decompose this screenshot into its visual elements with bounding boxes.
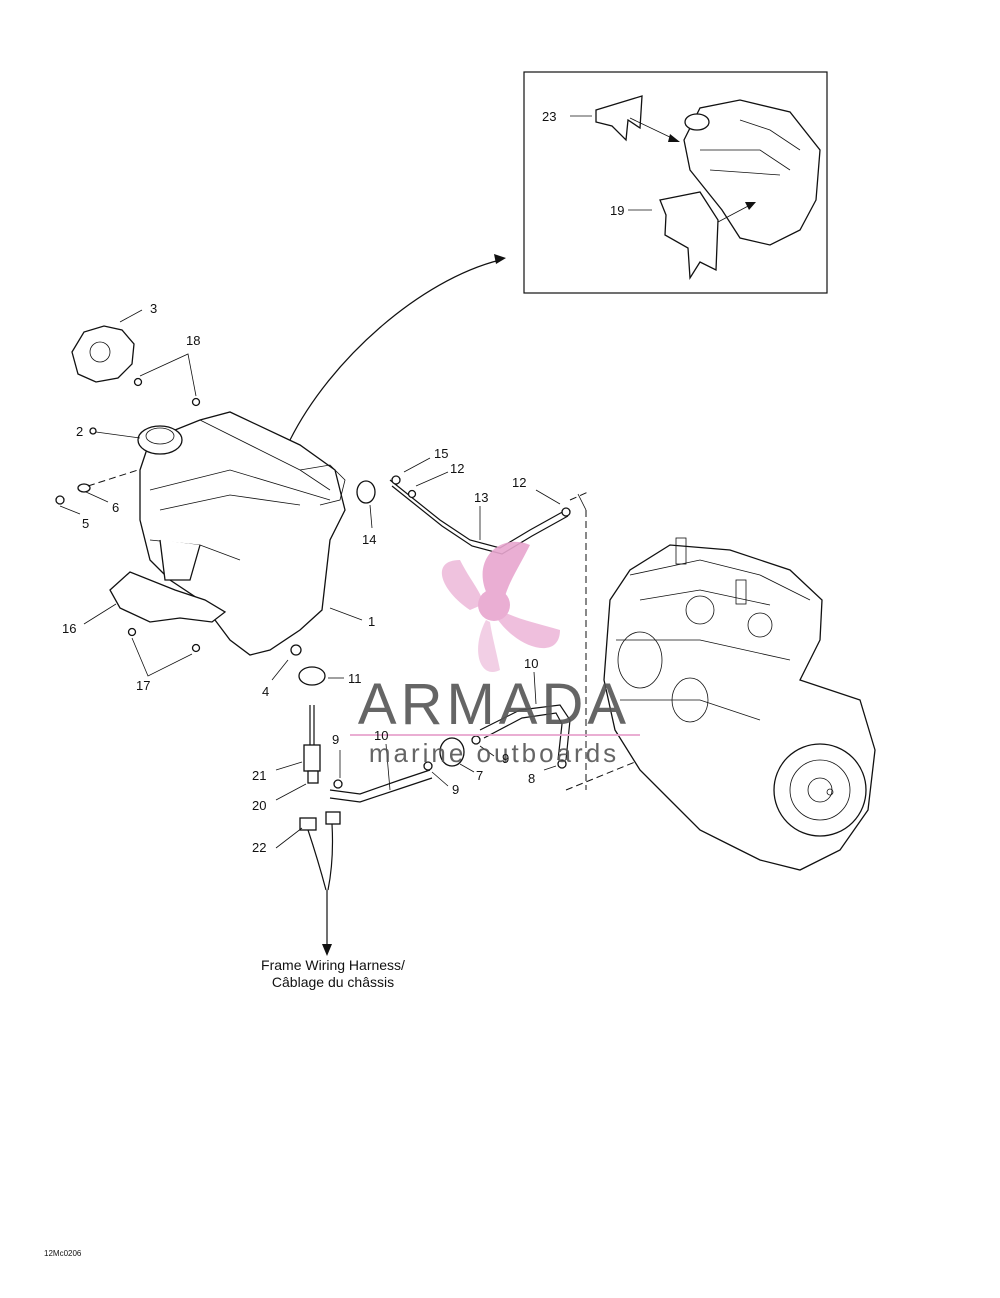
grommet-part-14 <box>356 480 376 504</box>
label-21: 21 <box>252 768 266 783</box>
inset-tank-cap <box>684 113 710 131</box>
label-9-a: 9 <box>332 732 339 747</box>
clamp-part-12-a <box>407 489 417 499</box>
label-12-a: 12 <box>450 461 464 476</box>
guard-part-19 <box>659 191 719 281</box>
label-11: 11 <box>348 671 362 686</box>
screw-part-18-a <box>133 377 143 387</box>
label-15: 15 <box>434 446 448 461</box>
inset-detail <box>523 71 828 294</box>
reference-code: 12Mc0206 <box>44 1249 82 1258</box>
label-7: 7 <box>476 768 483 783</box>
engine-flywheel <box>773 743 867 837</box>
label-5: 5 <box>82 516 89 531</box>
inset-arrow <box>289 259 501 441</box>
label-6: 6 <box>112 500 119 515</box>
bolt-part-5 <box>55 495 65 505</box>
label-22: 22 <box>252 840 266 855</box>
label-17: 17 <box>136 678 150 693</box>
connector-part-22-b <box>325 811 341 825</box>
guard-plate-part-16 <box>109 571 227 623</box>
connector-part-22-a <box>299 817 317 831</box>
label-10-a: 10 <box>374 728 388 743</box>
label-10-b: 10 <box>524 656 538 671</box>
label-16: 16 <box>62 621 76 636</box>
filter-part-7 <box>439 737 465 767</box>
oil-tank-assembly <box>137 411 346 656</box>
hose-part-10-a <box>329 769 431 795</box>
fitting-part-15 <box>391 475 401 485</box>
screw-part-18-b <box>191 397 201 407</box>
label-9-c: 9 <box>502 751 509 766</box>
label-18: 18 <box>186 333 200 348</box>
caption-line-1: Frame Wiring Harness/ <box>261 957 405 973</box>
wiring-lead <box>307 823 334 891</box>
fitting-part-20 <box>307 770 319 784</box>
label-13: 13 <box>474 490 488 505</box>
watermark-tagline: marine outboards <box>369 738 619 768</box>
clamp-part-9-a <box>333 779 343 789</box>
clamp-part-8 <box>557 759 567 769</box>
label-14: 14 <box>362 532 376 547</box>
label-4: 4 <box>262 684 269 699</box>
tank-cap-part-3 <box>71 325 135 383</box>
washer-part-6 <box>77 483 91 493</box>
hose-part-10-b <box>479 704 571 761</box>
watermark: ARMADA marine outboards <box>350 541 640 768</box>
clamp-part-12-b <box>561 507 571 517</box>
screw-part-17-b <box>191 643 201 653</box>
grommet-part-11 <box>298 666 326 686</box>
sensor-part-21 <box>303 744 321 772</box>
clamp-part-9-b <box>423 761 433 771</box>
caption-line-2: Câblage du châssis <box>272 974 394 990</box>
label-19: 19 <box>610 203 624 218</box>
watermark-brand: ARMADA <box>358 672 630 737</box>
label-9-b: 9 <box>452 782 459 797</box>
grommet-part-4 <box>290 644 302 656</box>
label-23: 23 <box>542 109 556 124</box>
label-12-b: 12 <box>512 475 526 490</box>
label-20: 20 <box>252 798 266 813</box>
screw-part-17-a <box>127 627 137 637</box>
engine-block <box>603 537 876 871</box>
inset-oil-tank <box>683 99 821 246</box>
decal-part-23 <box>595 95 643 142</box>
label-1: 1 <box>368 614 375 629</box>
label-3: 3 <box>150 301 157 316</box>
label-8: 8 <box>528 771 535 786</box>
filler-neck-part-2 <box>137 425 183 455</box>
label-2: 2 <box>76 424 83 439</box>
